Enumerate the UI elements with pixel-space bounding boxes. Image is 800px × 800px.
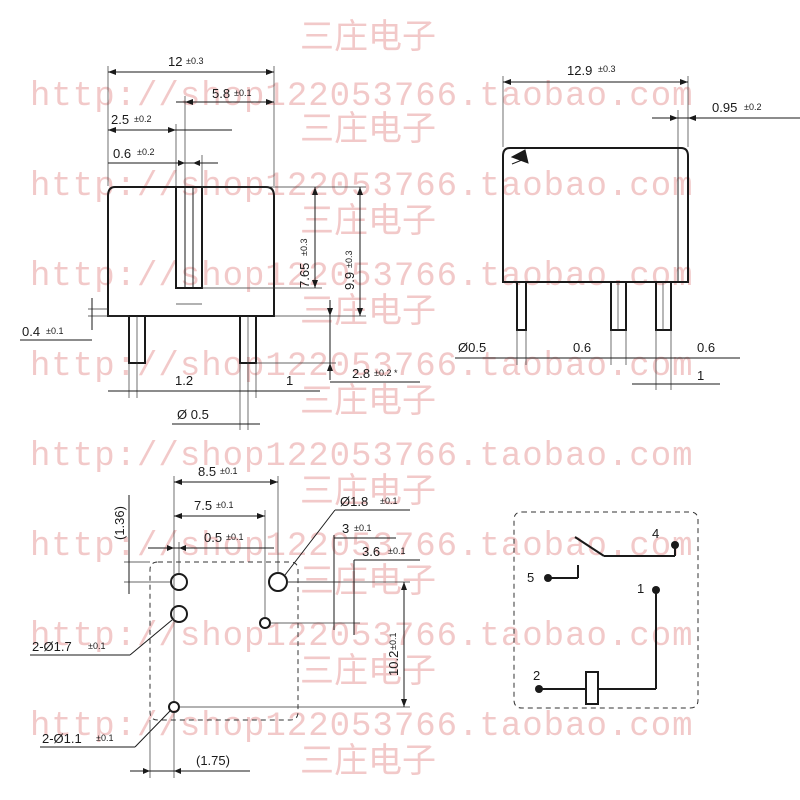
dim-pin-length-tol: ±0.2 * [374, 368, 398, 378]
dim-slot-offset: 5.8 [212, 86, 230, 101]
dim-fp-height-tol: ±0.1 [388, 633, 398, 650]
dim-fp-d36-tol: ±0.1 [388, 546, 405, 556]
relay-schematic: 4 5 1 2 [513, 511, 699, 709]
dim-slot-depth: 7.65 [297, 263, 312, 288]
dim-fp-d3: 3 [342, 521, 349, 536]
dim-slot-width-tol: ±0.2 [137, 147, 154, 157]
dim-width-tol: ±0.3 [186, 56, 203, 66]
schematic-outline [513, 511, 699, 709]
dim-fp-hole17-tol: ±0.1 [88, 641, 105, 651]
dim-fp-d3-tol: ±0.1 [354, 523, 371, 533]
dim-fp-hole11: 2-Ø1.1 [42, 731, 82, 746]
watermark-url: http://shop122053766.taobao.com [30, 78, 694, 116]
dim-fp-big-hole: Ø1.8 [340, 494, 368, 509]
watermark-cn: 三庄电子 [300, 291, 436, 331]
pin-1-label: 1 [637, 581, 644, 596]
watermark-cn: 三庄电子 [300, 471, 436, 511]
pcb-footprint: 8.5 ±0.1 7.5 ±0.1 0.5 ±0.1 (1.36) Ø1.8 ±… [30, 464, 420, 778]
coil-symbol [585, 671, 599, 705]
switch-arm [574, 536, 605, 557]
watermark-url: http://shop122053766.taobao.com [30, 618, 694, 656]
dim-fp-hole11-tol: ±0.1 [96, 733, 113, 743]
side-view: 12.9 ±0.3 0.95 ±0.2 Ø0.5 0.6 0.6 1 [455, 63, 800, 390]
dim-fp-w3: 0.5 [204, 530, 222, 545]
dim-width: 12 [168, 54, 182, 69]
side-pin-1 [516, 281, 527, 331]
dim-standoff: 0.4 [22, 324, 40, 339]
dim-side-pin-w2: 0.6 [697, 340, 715, 355]
hole-pin-2-top [170, 605, 188, 623]
dim-fp-height: 10.2 [386, 651, 401, 676]
dim-fp-w2-tol: ±0.1 [216, 500, 233, 510]
dim-side-pin-gap: 1 [697, 368, 704, 383]
dim-pin-dia: Ø 0.5 [177, 407, 209, 422]
dim-edge-offset-tol: ±0.2 [744, 102, 761, 112]
side-pin-2 [610, 281, 627, 331]
hole-pin-4 [268, 572, 288, 592]
front-slot [175, 186, 203, 289]
dim-fp-ref-2: (1.75) [196, 753, 230, 768]
watermark-cn: 三庄电子 [300, 561, 436, 601]
dim-slot-width: 0.6 [113, 146, 131, 161]
dim-pin-pitch-left: 1.2 [175, 373, 193, 388]
dim-height-tol: ±0.3 [344, 251, 354, 268]
dim-fp-ref-1: (1.36) [112, 506, 127, 540]
watermark-cn: 三庄电子 [300, 17, 436, 57]
front-body-outline [107, 186, 275, 317]
dim-length-tol: ±0.3 [598, 64, 615, 74]
front-view: 12 ±0.3 5.8 ±0.1 2.5 ±0.2 0.6 ±0.2 7.65 … [20, 54, 420, 430]
pin-2-label: 2 [533, 668, 540, 683]
dim-length: 12.9 [567, 63, 592, 78]
dim-height: 9.9 [342, 272, 357, 290]
dim-fp-w1-tol: ±0.1 [220, 466, 237, 476]
watermark-url: http://shop122053766.taobao.com [30, 258, 694, 296]
watermark-cn: 三庄电子 [300, 741, 436, 781]
watermark-url: http://shop122053766.taobao.com [30, 438, 694, 476]
dim-slot-depth-tol: ±0.3 [299, 239, 309, 256]
footprint-outline [149, 561, 299, 721]
dim-fp-big-hole-tol: ±0.1 [380, 496, 397, 506]
dim-edge-offset: 0.95 [712, 100, 737, 115]
dim-left-to-slot: 2.5 [111, 112, 129, 127]
dim-fp-d36: 3.6 [362, 544, 380, 559]
dim-standoff-tol: ±0.1 [46, 326, 63, 336]
hole-pin-5 [170, 573, 188, 591]
pin-2-dot [535, 685, 543, 693]
watermark-url: http://shop122053766.taobao.com [30, 708, 694, 746]
orientation-mark-icon [510, 149, 529, 164]
watermark-cn: 三庄电子 [300, 109, 436, 149]
dim-fp-hole17: 2-Ø1.7 [32, 639, 72, 654]
watermark-layer: 三庄电子 http://shop122053766.taobao.com 三庄电… [30, 17, 694, 781]
dim-pin-length: 2.8 [352, 366, 370, 381]
dim-slot-offset-tol: ±0.1 [234, 88, 251, 98]
dim-left-to-slot-tol: ±0.2 [134, 114, 151, 124]
side-pin-3 [655, 281, 672, 331]
dim-pin-pitch-right: 1 [286, 373, 293, 388]
dim-fp-w2: 7.5 [194, 498, 212, 513]
dim-side-pin-dia: Ø0.5 [458, 340, 486, 355]
watermark-url: http://shop122053766.taobao.com [30, 348, 694, 386]
watermark-cn: 三庄电子 [300, 651, 436, 691]
side-body-outline [502, 147, 689, 283]
dim-fp-w3-tol: ±0.1 [226, 532, 243, 542]
pin-5-label: 5 [527, 570, 534, 585]
pin-4-label: 4 [652, 526, 659, 541]
dim-side-pin-w1: 0.6 [573, 340, 591, 355]
dim-fp-w1: 8.5 [198, 464, 216, 479]
watermark-cn: 三庄电子 [300, 201, 436, 241]
watermark-cn: 三庄电子 [300, 381, 436, 421]
